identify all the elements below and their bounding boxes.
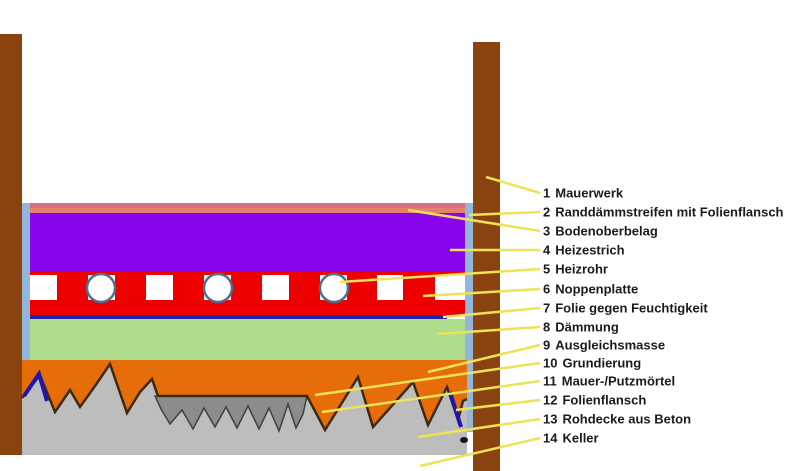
legend-number: 14 bbox=[543, 430, 558, 446]
legend-text: Randdämmstreifen mit Folienflansch bbox=[555, 204, 784, 220]
leader-line-3 bbox=[407, 208, 541, 233]
legend-number: 13 bbox=[543, 411, 558, 427]
legend-number: 5 bbox=[543, 261, 551, 277]
leader-line-8 bbox=[436, 325, 541, 336]
nub-gap bbox=[30, 275, 57, 300]
legend-text: Heizrohr bbox=[555, 261, 608, 277]
edge-insulation-strip-right bbox=[465, 203, 473, 432]
wall-right bbox=[473, 42, 500, 471]
leader-line-10 bbox=[314, 361, 541, 397]
legend-text: Ausgleichsmasse bbox=[555, 337, 666, 353]
legend-text: Rohdecke aus Beton bbox=[562, 411, 692, 427]
legend-number: 10 bbox=[543, 355, 558, 371]
legend-number: 11 bbox=[543, 373, 557, 389]
legend-number: 9 bbox=[543, 337, 551, 353]
nub-gap bbox=[146, 275, 173, 300]
heating-pipe bbox=[85, 272, 117, 304]
leader-line-7 bbox=[442, 306, 541, 319]
leader-line-9 bbox=[427, 343, 541, 374]
flange-end-dot bbox=[460, 437, 468, 443]
legend-text: Noppenplatte bbox=[555, 281, 639, 297]
heating-pipe bbox=[318, 272, 350, 304]
mortar-layer bbox=[153, 395, 308, 434]
floor-covering-top bbox=[30, 203, 465, 208]
legend-number: 4 bbox=[543, 242, 551, 258]
leader-line-13 bbox=[417, 417, 541, 439]
wall-left bbox=[0, 34, 22, 455]
legend-text: Folie gegen Feuchtigkeit bbox=[555, 300, 708, 316]
floor-covering-bottom bbox=[30, 208, 465, 213]
legend-text: Grundierung bbox=[562, 355, 642, 371]
legend-text: Mauerwerk bbox=[555, 185, 624, 201]
foil-flange-left bbox=[22, 369, 49, 402]
heating-pipe bbox=[202, 272, 234, 304]
legend-number: 6 bbox=[543, 281, 551, 297]
heating-screed-layer bbox=[30, 213, 465, 272]
legend-number: 12 bbox=[543, 392, 558, 408]
legend-text: Heizestrich bbox=[555, 242, 625, 258]
legend-number: 2 bbox=[543, 204, 551, 220]
edge-insulation-strip-left bbox=[22, 203, 30, 395]
foil-flange-right bbox=[448, 391, 463, 428]
leader-line-12 bbox=[455, 398, 541, 412]
legend-number: 8 bbox=[543, 319, 551, 335]
leader-line-11 bbox=[321, 379, 541, 414]
legend-number: 3 bbox=[543, 223, 551, 239]
leader-line-1 bbox=[485, 175, 541, 195]
legend-number: 1 bbox=[543, 185, 551, 201]
leader-line-5 bbox=[339, 267, 541, 284]
legend-text: Bodenoberbelag bbox=[555, 223, 658, 239]
nub-gap bbox=[262, 275, 289, 300]
moisture-foil-layer bbox=[30, 315, 447, 319]
legend-text: Mauer-/Putzmörtel bbox=[561, 373, 676, 389]
legend-text: Keller bbox=[562, 430, 599, 446]
legend-text: Folienflansch bbox=[562, 392, 647, 408]
insulation-layer bbox=[30, 319, 465, 360]
leader-line-6 bbox=[422, 287, 541, 298]
leader-line-14 bbox=[419, 436, 541, 468]
leader-line-2 bbox=[468, 210, 541, 217]
leader-lines bbox=[314, 175, 541, 468]
legend-text: Dämmung bbox=[555, 319, 619, 335]
legend-number: 7 bbox=[543, 300, 551, 316]
primer-outline bbox=[21, 361, 468, 433]
